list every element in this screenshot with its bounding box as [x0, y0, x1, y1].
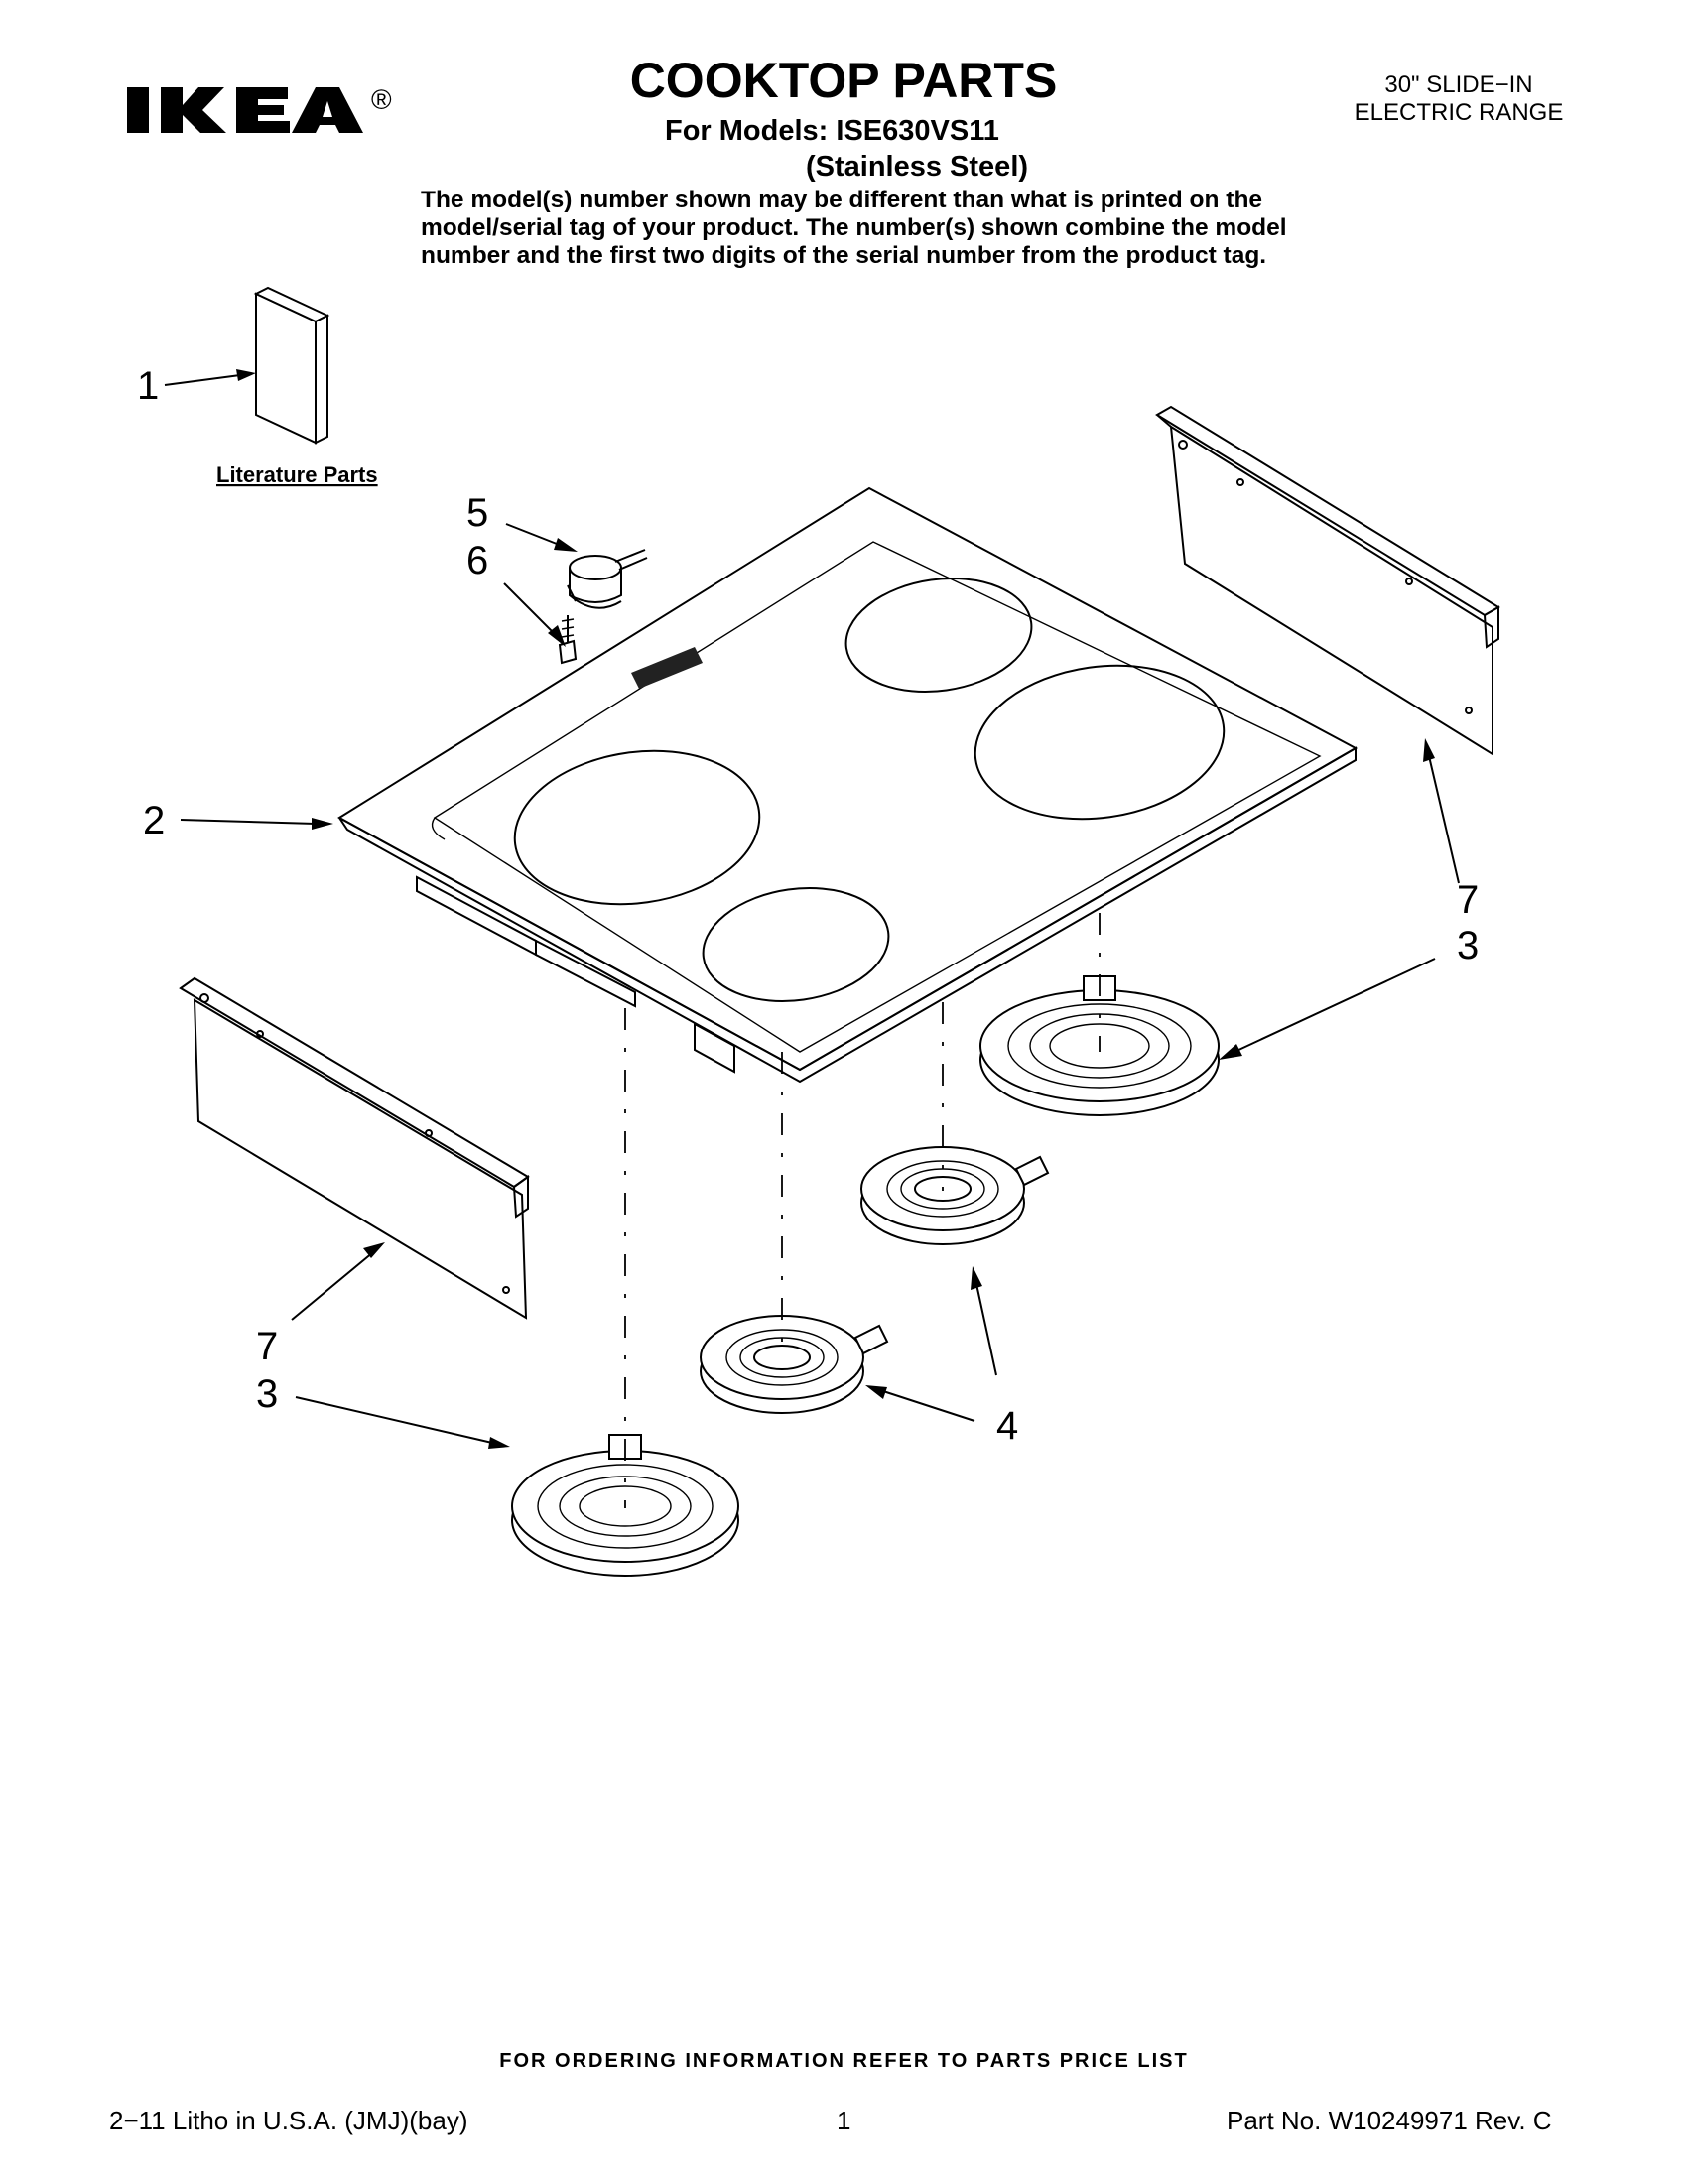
- side-filler-panel-left: [179, 976, 530, 1320]
- small-surface-element-upper: [860, 1146, 1050, 1245]
- literature-parts-label: Literature Parts: [216, 462, 378, 487]
- registered-mark: ®: [371, 84, 392, 115]
- product-type: 30" SLIDE−IN ELECTRIC RANGE: [1320, 71, 1598, 127]
- cooktop-glass: [337, 486, 1359, 1084]
- model-number-note: The model(s) number shown may be differe…: [421, 187, 1287, 269]
- callout-7-right: 7: [1457, 878, 1479, 922]
- callout-3-left: 3: [256, 1372, 278, 1416]
- callout-1: 1: [137, 364, 159, 408]
- limiter-switch: [567, 549, 648, 609]
- product-type-line1: 30" SLIDE−IN: [1384, 71, 1533, 98]
- literature-book: [253, 286, 330, 445]
- callout-3-right: 3: [1457, 924, 1479, 967]
- small-surface-element-lower: [700, 1315, 889, 1414]
- page-number: 1: [837, 2106, 851, 2135]
- callout-6: 6: [466, 539, 488, 582]
- models-line: For Models: ISE630VS11: [665, 115, 999, 147]
- ikea-logo: ®: [127, 84, 392, 133]
- part-number: Part No. W10249971 Rev. C: [1227, 2106, 1552, 2135]
- callout-2: 2: [143, 799, 165, 842]
- finish-line: (Stainless Steel): [806, 151, 1029, 183]
- page-title: COOKTOP PARTS: [629, 53, 1058, 108]
- litho-info: 2−11 Litho in U.S.A. (JMJ)(bay): [109, 2106, 468, 2135]
- ordering-info: FOR ORDERING INFORMATION REFER TO PARTS …: [499, 2050, 1189, 2072]
- callout-5: 5: [466, 491, 488, 535]
- rear-filler-panel-right: [1155, 405, 1500, 756]
- screw: [558, 615, 578, 665]
- callout-4: 4: [996, 1404, 1018, 1448]
- product-type-line2: ELECTRIC RANGE: [1354, 99, 1564, 126]
- leader-arrows: [164, 369, 1460, 1449]
- callout-7-left: 7: [256, 1325, 278, 1368]
